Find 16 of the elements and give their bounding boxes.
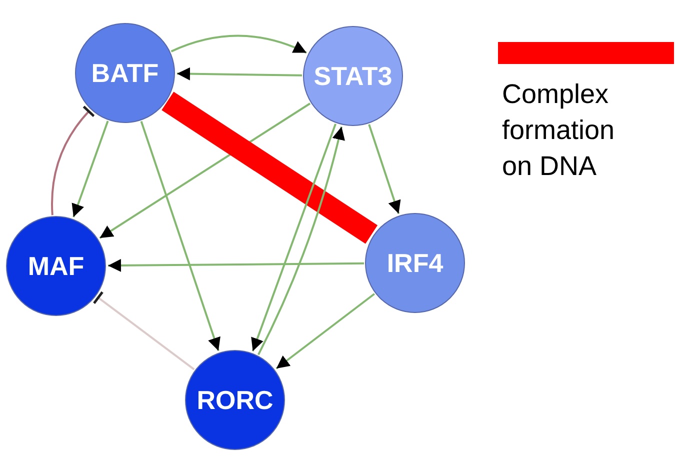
gene-label: BATF [91, 60, 159, 86]
arrow [140, 121, 220, 352]
gene-label: STAT3 [314, 63, 392, 89]
arrow [170, 34, 307, 54]
arrow [257, 126, 345, 356]
arrow [72, 120, 109, 218]
arrow [251, 124, 336, 352]
gene-label: IRF4 [386, 250, 444, 276]
arrow [99, 102, 311, 239]
gene-label: MAF [28, 253, 84, 279]
gene-label: RORC [196, 387, 274, 413]
arrow [108, 258, 364, 272]
arrow [276, 293, 376, 370]
legend-text: Complex formation on DNA [501, 78, 616, 183]
arrow [176, 67, 302, 80]
arrow [368, 124, 401, 214]
